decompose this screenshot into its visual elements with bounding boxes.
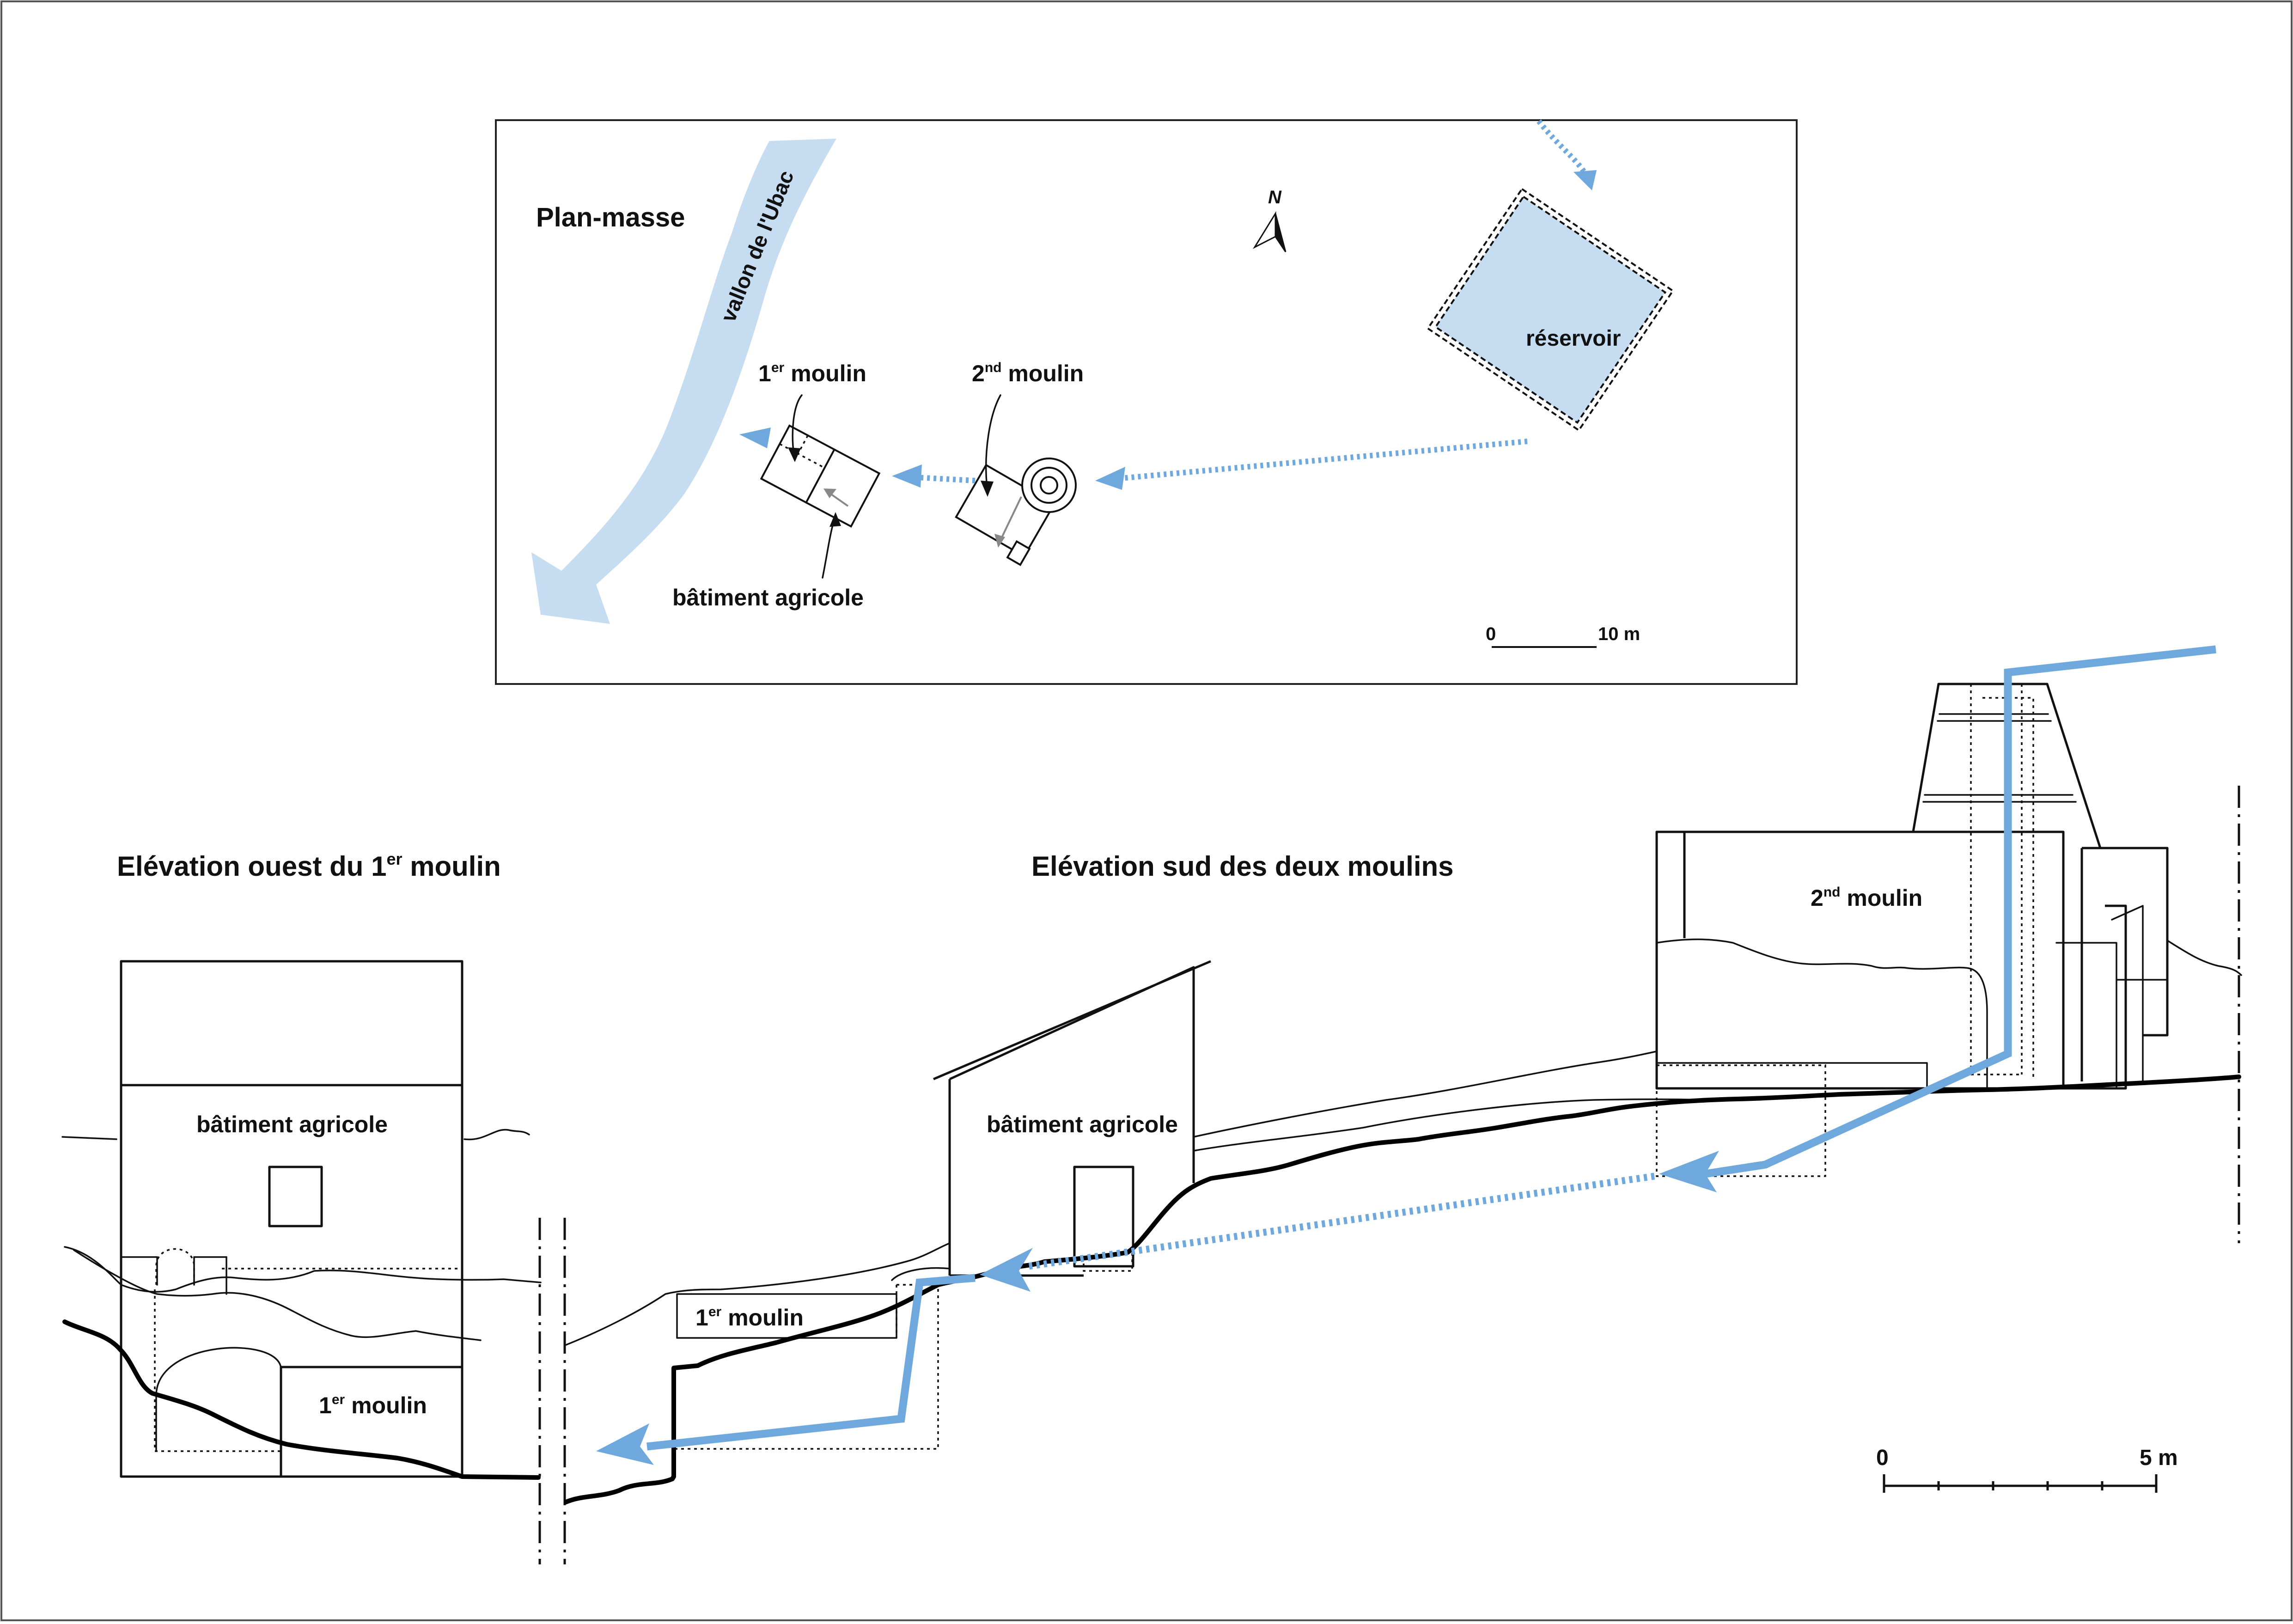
mill2-hidden-base: [1656, 1064, 1826, 1177]
north-arrow-icon: N: [1252, 187, 1287, 252]
mill1-tailrace: [646, 1274, 976, 1451]
mill2-to-mill1-conduit: [1027, 1172, 1655, 1270]
reservoir-plan: [1427, 188, 1674, 432]
mill2-penstock-tower: [1912, 683, 2102, 849]
north-label: N: [1268, 187, 1282, 208]
elevation-scale: 0 5 m: [1876, 1446, 2178, 1493]
west-terrain-far-right: [463, 1129, 530, 1141]
south-ground-line: [564, 1075, 2241, 1504]
south-farm-building-label: bâtiment agricole: [987, 1111, 1178, 1137]
tower-hidden-shaft: [1970, 684, 2023, 1075]
mill2-to-mill1-arrowhead: [892, 464, 922, 488]
elevation-scale-start: 0: [1876, 1446, 1889, 1470]
plan-farm-building-label: bâtiment agricole: [672, 585, 864, 611]
first-mill-flow-arrowhead: [823, 488, 836, 498]
west-hidden-vault: [155, 1248, 195, 1285]
south-terrain-far: [565, 1050, 1658, 1346]
west-terrain-low: [73, 1249, 482, 1341]
second-mill-elevation: 2nd moulin: [1655, 683, 2242, 1177]
mill2-annex: [2062, 832, 2169, 1090]
west-vault-arch: [155, 1347, 282, 1397]
south-mill2-label: 2nd moulin: [1811, 885, 1922, 911]
west-elevation-title: Elévation ouest du 1er moulin: [117, 849, 501, 882]
mill1-outflow-arrowhead: [739, 427, 771, 448]
west-terrain-far: [61, 1136, 117, 1140]
first-mill-label: 1er moulin: [758, 360, 866, 386]
plan-scale-start: 0: [1486, 624, 1496, 644]
south-door-hidden: [1083, 1252, 1133, 1272]
second-mill-label: 2nd moulin: [972, 360, 1084, 386]
site-plan-inset: vallon de l'Ubac Plan-masse N réservoir: [495, 119, 1798, 685]
reservoir-label: réservoir: [1526, 326, 1621, 351]
mill2-body: [1655, 830, 2065, 1090]
second-mill-plan: [955, 458, 1077, 566]
farm-building-leader-arrowhead: [829, 512, 841, 527]
mill2-wall-break: [1656, 938, 1988, 1089]
west-mill-room: [280, 1366, 463, 1478]
mill2-base-line: [1656, 1062, 1928, 1094]
mill1-outflow-elevation-arrowhead: [596, 1423, 654, 1465]
south-mill1-label: 1er moulin: [695, 1304, 804, 1331]
reservoir-to-mill2-arrowhead: [1095, 467, 1125, 490]
west-farm-building-label: bâtiment agricole: [196, 1111, 388, 1137]
mill2-annex-details: [2055, 905, 2242, 1089]
south-elevation: Elévation sud des deux moulins bâtiment …: [564, 645, 2242, 1504]
west-mill-label: 1er moulin: [319, 1392, 427, 1418]
water-supply-channel: [1704, 645, 2216, 1178]
south-terrain-mid: [891, 1098, 1706, 1281]
south-elevation-title: Elévation sud des deux moulins: [1031, 851, 1454, 882]
west-terrain-mid: [64, 1246, 542, 1293]
second-mill-leader: [985, 394, 1001, 484]
plan-title: Plan-masse: [536, 202, 685, 232]
west-elevation: Elévation ouest du 1er moulin bâtiment a…: [61, 849, 566, 1564]
south-door: [1073, 1166, 1134, 1268]
mill2-tailrace-arrowhead: [1659, 1151, 1719, 1192]
first-mill-leader-arrowhead: [788, 447, 801, 462]
west-ground-line: [62, 1319, 541, 1480]
elevation-scale-end: 5 m: [2140, 1446, 2178, 1470]
west-window: [268, 1166, 323, 1227]
conduit-arrowhead: [980, 1248, 1033, 1292]
second-mill-leader-arrowhead: [981, 481, 994, 497]
stream-vallon-shape: [531, 139, 836, 624]
west-hidden-wall: [154, 1289, 284, 1452]
plan-scale-end: 10 m: [1598, 624, 1640, 644]
reservoir-inflow-arrowhead: [1573, 170, 1597, 190]
